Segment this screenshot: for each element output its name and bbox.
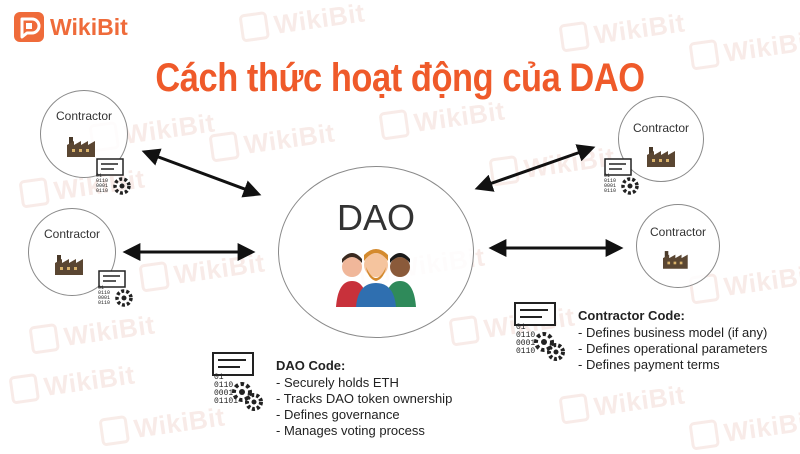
people-icon — [336, 249, 416, 307]
code-line: 0110 — [98, 290, 111, 296]
code-line: 0001 — [98, 295, 111, 301]
contractor-code-icon: 01 0110 0001 0110 — [514, 302, 566, 362]
wikibit-logo-icon — [14, 12, 44, 42]
contractor-label: Contractor — [55, 109, 113, 123]
code-line: 0110 — [604, 188, 617, 194]
list-item: Defines payment terms — [578, 357, 767, 373]
code-line: 0110 — [214, 381, 234, 390]
code-line: 0110 — [98, 300, 111, 306]
contractor-code-block: Contractor Code: Defines business model … — [578, 308, 767, 373]
list-item: Securely holds ETH — [276, 375, 452, 391]
wikibit-logo-text: WikiBit — [50, 13, 128, 40]
code-line: 0001 — [604, 183, 617, 189]
contractor-node: Contractor — [618, 96, 704, 182]
dao-node: DAO — [278, 166, 474, 338]
code-line: 0110 — [96, 188, 109, 194]
list-item: Defines operational parameters — [578, 341, 767, 357]
factory-icon — [647, 147, 675, 167]
contract-code-icon: 01 0110 0001 0110 — [98, 270, 134, 310]
wikibit-logo: WikiBit — [14, 12, 128, 42]
factory-icon — [67, 137, 95, 157]
contractor-node: Contractor — [40, 90, 128, 178]
contractor-label: Contractor — [649, 225, 707, 239]
contract-code-icon: 01 0110 0001 0110 — [604, 158, 640, 198]
contractor-node: Contractor — [636, 204, 720, 288]
list-item: Tracks DAO token ownership — [276, 391, 453, 407]
dao-label: DAO — [336, 197, 415, 238]
factory-icon — [55, 255, 83, 275]
code-line: 01 — [604, 173, 611, 179]
code-line: 0110 — [516, 331, 536, 340]
arrow-dao-contractor-top-left — [141, 148, 262, 198]
contractor-code-title: Contractor Code: — [578, 308, 685, 323]
code-line: 01101 — [214, 397, 239, 406]
code-line: 0110 — [516, 347, 536, 356]
code-line: 01 — [96, 173, 103, 179]
dao-code-list: Securely holds ETH Tracks DAO token owne… — [276, 375, 453, 439]
contractor-code-list: Defines business model (if any) Defines … — [578, 325, 767, 373]
code-line: 01 — [516, 323, 526, 332]
contractor-label: Contractor — [632, 121, 690, 135]
contract-code-icon: 01 0110 0001 0110 — [96, 158, 132, 198]
page-title: Cách thức hoạt động của DAO — [155, 56, 645, 100]
factory-icon — [663, 251, 688, 269]
code-line: 01 — [214, 373, 224, 382]
code-line: 0001 — [516, 339, 536, 348]
code-line: 0001 — [96, 183, 109, 189]
code-line: 01 — [98, 285, 105, 291]
arrow-dao-contractor-top-right — [474, 144, 596, 192]
code-line: 0110 — [96, 178, 109, 184]
dao-code-block: DAO Code: Securely holds ETH Tracks DAO … — [276, 358, 452, 439]
code-line: 0001 — [214, 389, 234, 398]
dao-code-icon: 01 0110 0001 01101 — [212, 352, 264, 412]
list-item: Defines governance — [276, 407, 452, 423]
code-line: 0110 — [604, 178, 617, 184]
list-item: Manages voting process — [276, 423, 452, 439]
list-item: Defines business model (if any) — [578, 325, 767, 341]
dao-code-title: DAO Code: — [276, 358, 346, 373]
contractor-label: Contractor — [43, 227, 101, 241]
